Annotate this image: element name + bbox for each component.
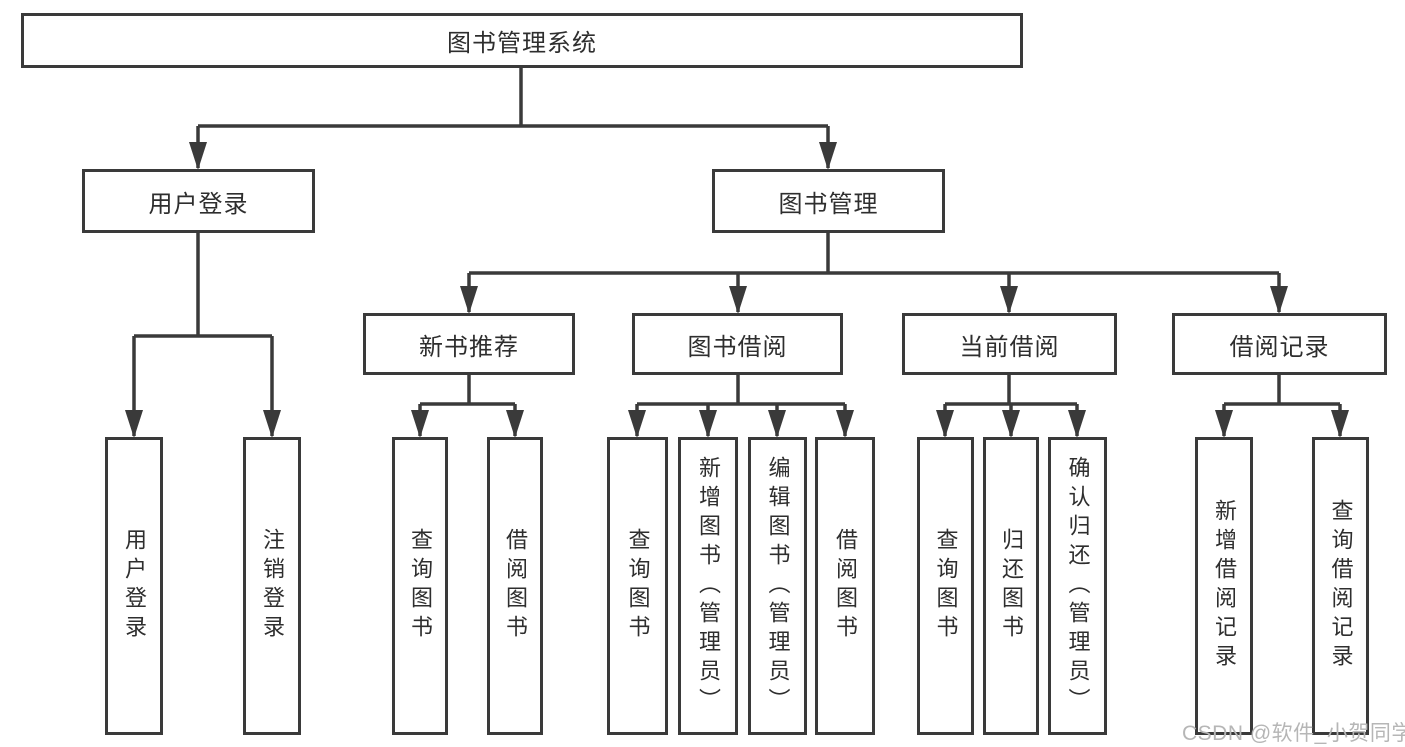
leaf-logout-login: 注销登录 xyxy=(243,437,301,735)
leaf-borrow-books: 借阅图书 xyxy=(815,437,875,735)
leaf-query-books-current: 查询图书 xyxy=(917,437,974,735)
node-borrow-records: 借阅记录 xyxy=(1172,313,1387,375)
node-root: 图书管理系统 xyxy=(21,13,1023,68)
leaf-query-books-borrow: 查询图书 xyxy=(607,437,668,735)
leaf-query-books-recommend: 查询图书 xyxy=(392,437,448,735)
node-book-borrow: 图书借阅 xyxy=(632,313,843,375)
arrowhead-icons xyxy=(125,142,1349,438)
node-book-management: 图书管理 xyxy=(712,169,945,233)
leaf-user-login: 用户登录 xyxy=(105,437,163,735)
node-current-borrow: 当前借阅 xyxy=(902,313,1117,375)
node-user-login: 用户登录 xyxy=(82,169,315,233)
leaf-add-book-admin: 新增图书（管理员） xyxy=(678,437,738,735)
leaf-edit-book-admin: 编辑图书（管理员） xyxy=(748,437,807,735)
leaf-add-borrow-record: 新增借阅记录 xyxy=(1195,437,1253,735)
leaf-return-book: 归还图书 xyxy=(983,437,1039,735)
leaf-query-borrow-record: 查询借阅记录 xyxy=(1312,437,1369,735)
node-new-book-recommend: 新书推荐 xyxy=(363,313,575,375)
leaf-borrow-books-recommend: 借阅图书 xyxy=(487,437,543,735)
leaf-confirm-return-admin: 确认归还（管理员） xyxy=(1048,437,1107,735)
watermark: CSDN @软件_小贺同学 xyxy=(1182,722,1405,745)
